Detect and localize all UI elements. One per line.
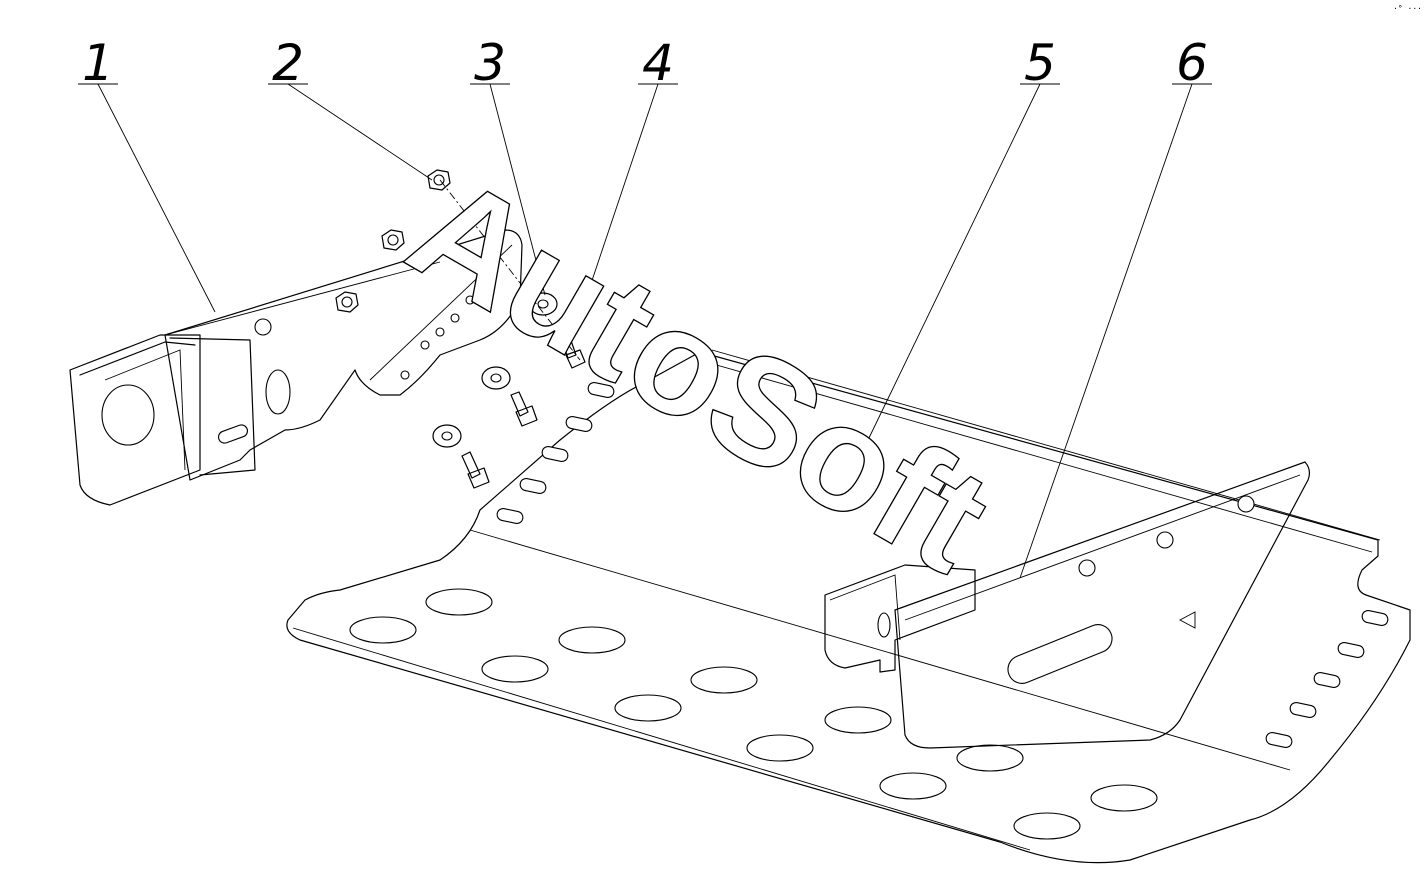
right-bracket [824, 461, 1311, 749]
washer-1 [528, 292, 558, 316]
callout-1: 1 [78, 34, 216, 313]
bolt-1 [559, 331, 586, 369]
skid-plate [286, 349, 1411, 864]
corner-mark: ·° ··· [1393, 4, 1422, 13]
callout-2: 2 [268, 34, 433, 181]
callout-4: 4 [571, 34, 678, 341]
bolt-3 [461, 451, 490, 489]
washer-3 [432, 424, 462, 448]
callout-label: 6 [1176, 34, 1208, 92]
bolts [461, 331, 586, 489]
washer-2 [481, 366, 511, 390]
callout-5: 5 [867, 34, 1060, 441]
callout-3: 3 [470, 34, 546, 296]
callouts: 1 2 3 4 5 6 [78, 34, 1212, 579]
nut-3 [335, 291, 359, 313]
callout-label: 2 [272, 34, 304, 92]
bolt-2 [510, 391, 538, 427]
callout-label: 5 [1024, 34, 1056, 92]
callout-6: 6 [1019, 34, 1212, 579]
watermark-logo: AutoSoft [384, 142, 1016, 604]
callout-label: 3 [474, 34, 506, 92]
washers [432, 292, 558, 448]
callout-label: 1 [82, 34, 114, 92]
nut-2 [381, 229, 405, 251]
left-bracket [69, 229, 523, 506]
callout-label: 4 [642, 34, 674, 92]
